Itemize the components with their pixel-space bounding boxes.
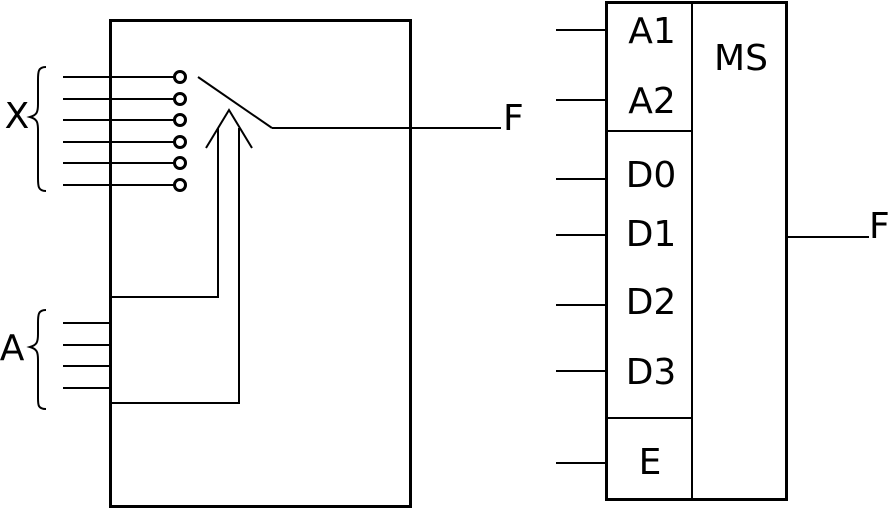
mux-title: MS [714, 38, 768, 79]
enable-input-label: E [639, 442, 662, 483]
data-input-label: D3 [626, 352, 677, 393]
output-f-label: F [503, 98, 524, 139]
switch-contact [173, 135, 187, 149]
a-group-label: A [0, 328, 25, 369]
multiplexer-symbol: MS A1 A2 D0 D1 D2 D3 E F [556, 1, 890, 501]
x-input-lines [63, 76, 174, 186]
switch-contact [173, 156, 187, 170]
switch-contact [173, 178, 187, 192]
switch-model-frame [109, 19, 412, 508]
data-input-label: D2 [626, 282, 677, 323]
data-input-label: D0 [626, 155, 677, 196]
control-line-lower [111, 128, 240, 404]
control-arrowhead [205, 108, 253, 149]
data-input-label: D1 [626, 214, 677, 255]
x-group-label: X [5, 96, 30, 137]
switch-model-block: X F A [0, 19, 524, 508]
a-group-brace [26, 309, 47, 410]
mux-outer-frame [605, 1, 788, 501]
mux-output-label: F [869, 206, 890, 247]
address-input-label: A1 [628, 11, 676, 52]
control-line-upper [111, 128, 219, 298]
switch-contact [173, 113, 187, 127]
x-group-brace [26, 66, 47, 192]
switch-contact [173, 70, 187, 84]
switch-contact [173, 92, 187, 106]
switch-lever [197, 76, 273, 129]
address-input-label: A2 [628, 81, 676, 122]
a-input-lines [63, 322, 111, 389]
switch-contacts [173, 70, 187, 192]
